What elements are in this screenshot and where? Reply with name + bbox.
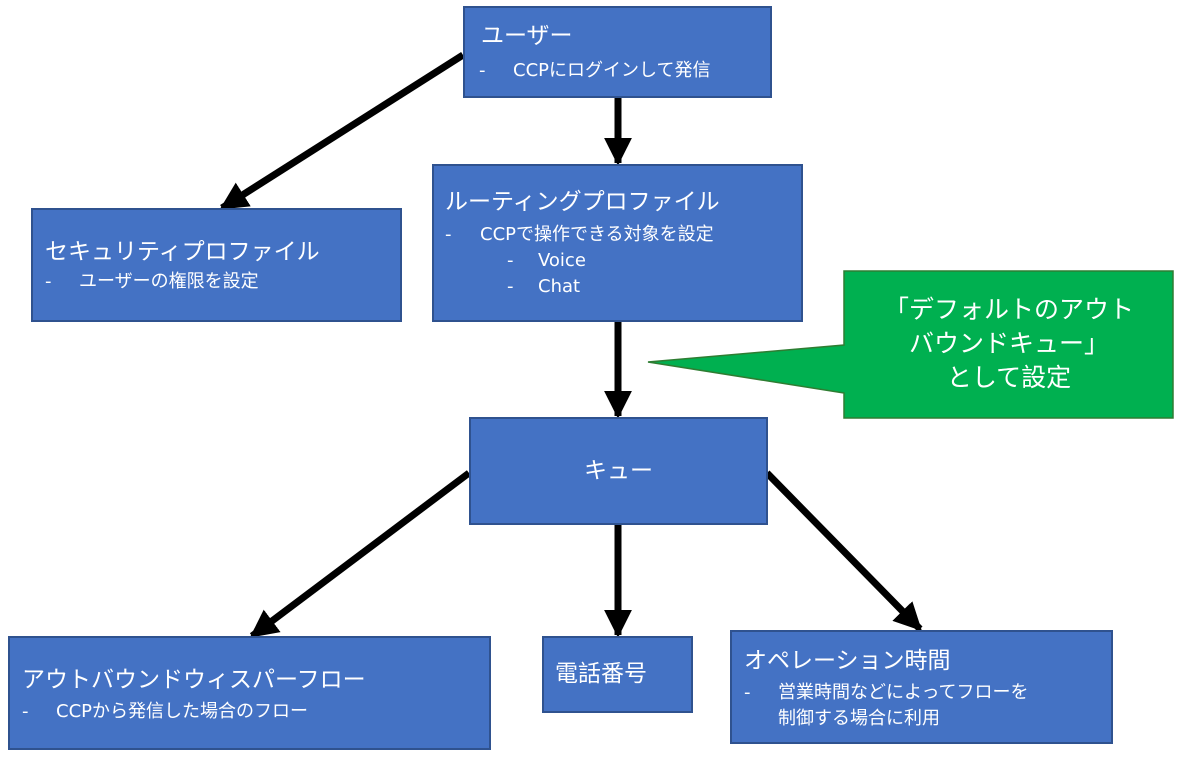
node-hours-item-2: 制御する場合に利用 bbox=[778, 708, 940, 729]
node-queue-title: キュー bbox=[584, 458, 653, 484]
arrow-queue-to-hours bbox=[764, 470, 923, 632]
callout-line-2: バウンドキュー」 bbox=[908, 329, 1109, 358]
node-routing-profile: ルーティングプロファイル - CCPで操作できる対象を設定 - Voice - … bbox=[432, 164, 803, 322]
node-routing-sub-bullet-2: - bbox=[507, 276, 514, 297]
callout-shape bbox=[647, 270, 1174, 419]
node-security-bullet: - bbox=[45, 271, 52, 292]
node-queue: キュー bbox=[469, 417, 768, 525]
node-security-profile: セキュリティプロファイル - ユーザーの権限を設定 bbox=[31, 208, 402, 322]
node-whisper-title: アウトバウンドウィスパーフロー bbox=[22, 667, 366, 693]
node-routing-sub-bullet-1: - bbox=[507, 250, 514, 271]
node-user-item: CCPにログインして発信 bbox=[513, 60, 711, 81]
node-phone-title: 電話番号 bbox=[555, 661, 647, 687]
node-routing-title: ルーティングプロファイル bbox=[445, 189, 720, 215]
node-routing-subitem-chat: Chat bbox=[538, 276, 581, 297]
node-routing-item: CCPで操作できる対象を設定 bbox=[480, 224, 714, 245]
node-hours-bullet: - bbox=[744, 682, 751, 703]
node-whisper-bullet: - bbox=[22, 701, 29, 722]
callout-line-3: として設定 bbox=[946, 363, 1072, 392]
node-security-item: ユーザーの権限を設定 bbox=[79, 271, 259, 292]
node-hours-item-1: 営業時間などによってフローを bbox=[778, 682, 1029, 703]
node-security-title: セキュリティプロファイル bbox=[45, 239, 320, 265]
node-user-title: ユーザー bbox=[481, 23, 573, 49]
callout-text: 「デフォルトのアウト バウンドキュー」 として設定 bbox=[845, 293, 1173, 395]
arrow-user-to-security bbox=[219, 52, 465, 211]
node-hours-title: オペレーション時間 bbox=[744, 648, 951, 674]
node-outbound-whisper-flow: アウトバウンドウィスパーフロー - CCPから発信した場合のフロー bbox=[8, 636, 491, 750]
arrow-queue-to-whisper bbox=[249, 470, 472, 639]
node-user: ユーザー - CCPにログインして発信 bbox=[463, 6, 772, 98]
node-routing-bullet: - bbox=[445, 224, 452, 245]
node-phone-number: 電話番号 bbox=[542, 636, 693, 713]
callout-line-1: 「デフォルトのアウト bbox=[883, 295, 1134, 324]
node-whisper-item: CCPから発信した場合のフロー bbox=[56, 701, 308, 722]
node-operation-hours: オペレーション時間 - 営業時間などによってフローを 制御する場合に利用 bbox=[730, 630, 1113, 744]
node-routing-subitem-voice: Voice bbox=[538, 250, 586, 271]
node-user-bullet: - bbox=[479, 60, 486, 81]
